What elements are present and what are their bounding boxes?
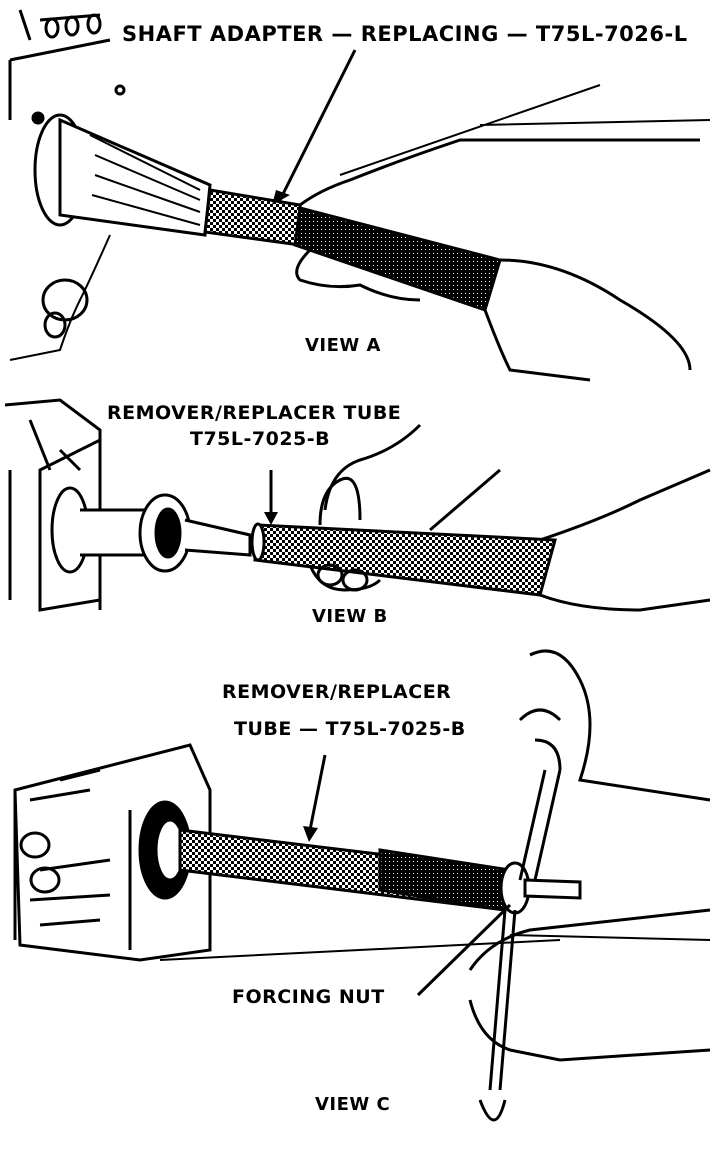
transmission-case xyxy=(8,9,111,120)
view-c-illustration xyxy=(13,649,711,1122)
leader-line-tube-c xyxy=(308,754,327,831)
tool-handle xyxy=(293,206,502,312)
leader-line-shaft-adapter xyxy=(278,49,357,201)
hand-c-lower xyxy=(468,908,711,1062)
hand-a xyxy=(295,138,700,382)
callout-shaft-adapter: SHAFT ADAPTER — REPLACING — T75L-7026-L xyxy=(122,22,688,46)
hand-c-upper xyxy=(518,649,711,802)
arrowhead xyxy=(272,190,290,205)
wire-loop xyxy=(9,234,111,361)
leader-line-hand-b xyxy=(323,423,422,511)
view-b-illustration xyxy=(4,398,711,612)
transmission-case xyxy=(13,743,212,962)
view-a-illustration xyxy=(8,9,711,382)
callout-remover-tube-c-line1: REMOVER/REPLACER xyxy=(222,681,452,703)
case-bolt-holes xyxy=(44,17,60,39)
view-b-caption: VIEW B xyxy=(312,606,388,627)
hand-b xyxy=(308,468,711,612)
view-c-caption: VIEW C xyxy=(315,1094,391,1115)
callout-remover-tube-c-line2: TUBE — T75L-7025-B xyxy=(234,718,466,740)
remover-replacer-tube-b xyxy=(253,523,557,597)
view-a-caption: VIEW A xyxy=(305,335,381,356)
transmission-case xyxy=(4,398,102,610)
forcing-screw xyxy=(523,878,582,900)
arrowhead xyxy=(264,512,278,525)
callout-remover-tube-b-line2: T75L-7025-B xyxy=(190,428,331,450)
upper-wrench xyxy=(518,738,562,881)
callout-forcing-nut: FORCING NUT xyxy=(232,986,385,1008)
shaft-adapter xyxy=(203,188,302,247)
arrowhead xyxy=(303,826,318,842)
output-shaft xyxy=(58,117,212,237)
leader-line-forcing-nut xyxy=(416,903,512,997)
lower-wrench xyxy=(478,909,517,1122)
callout-remover-tube-b-line1: REMOVER/REPLACER TUBE xyxy=(107,402,402,424)
